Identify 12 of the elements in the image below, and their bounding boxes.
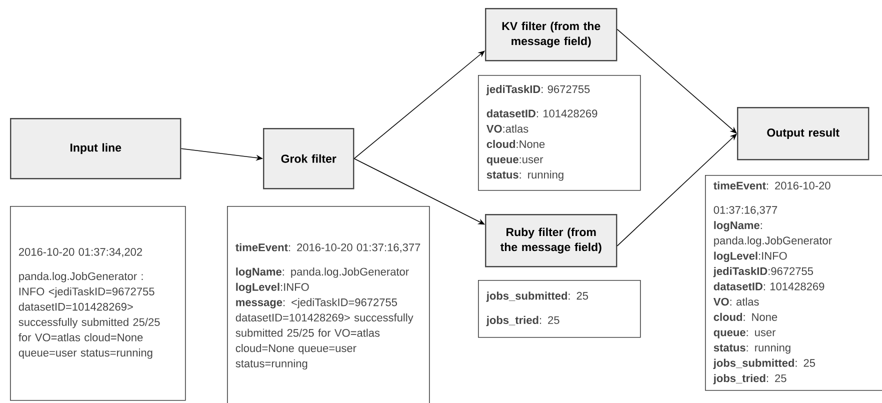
process-box: KV filter (from the message field): [485, 8, 618, 62]
process-box: Output result: [737, 107, 870, 160]
text-box: jobs_submitted: 25 jobs_tried: 25: [478, 280, 641, 338]
arrow: [354, 50, 485, 159]
text-box: timeEvent: 2016-10-20 01:37:16,377 logName: panda.log.JobGenerator logLevel:INFO message: <jediTaskID=9672755 datasetID=101428269> successfully submitted 25/25 for VO=atlas cloud=None queue=user status=running: [227, 206, 430, 403]
text-box: 2016-10-20 01:37:34,202 panda.log.JobGenerator : INFO <jediTaskID=9672755 datasetID=101428269> successfully submitted 25/25 for VO=atlas cloud=None queue=user status=running: [10, 206, 186, 401]
process-box: Grok filter: [263, 128, 354, 190]
process-box: Input line: [10, 118, 182, 180]
text-box: jediTaskID: 9672755 datasetID: 101428269 VO:atlas cloud:None queue:user status: running: [478, 75, 641, 191]
process-box: Ruby filter (from the message field): [485, 214, 618, 268]
arrow: [616, 134, 737, 246]
text-box: timeEvent: 2016-10-20 01:37:16,377 logName: panda.log.JobGenerator logLevel:INFO jediTaskID:9672755 datasetID: 101428269 VO: atlas cloud: None queue: user status: running jobs_submitted: 25 jobs_tried: 25: [705, 175, 882, 391]
